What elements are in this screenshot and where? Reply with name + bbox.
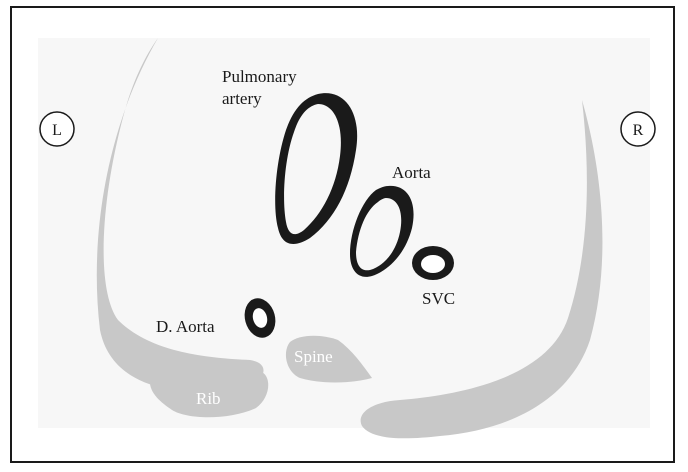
svc-inner [421, 255, 445, 273]
left-marker-label: L [52, 122, 62, 139]
left-marker-circle [39, 111, 75, 147]
left-rib-arc [96, 38, 264, 393]
spine-shape [285, 335, 372, 383]
descending-aorta-label: D. Aorta [156, 317, 215, 336]
pulmonary-artery-label-line2: artery [222, 89, 262, 108]
rib-shape [149, 369, 269, 418]
aorta-label: Aorta [392, 163, 431, 182]
right-rib-arc [360, 100, 603, 439]
aorta-shape [350, 185, 414, 277]
right-marker-circle [620, 111, 656, 147]
svc-label: SVC [422, 289, 455, 308]
spine-label: Spine [294, 347, 333, 366]
pulmonary-artery-label-line1: Pulmonary [222, 67, 297, 86]
rib-label: Rib [196, 389, 221, 408]
descending-aorta-inner [252, 308, 268, 328]
pulmonary-artery-shape [275, 93, 358, 244]
right-marker-label: R [633, 122, 644, 139]
